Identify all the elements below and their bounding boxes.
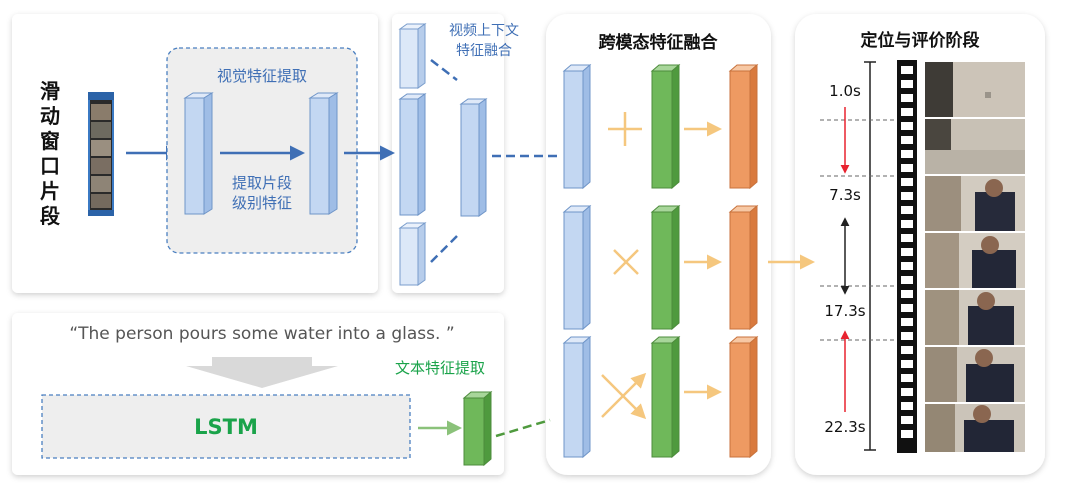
output-feature	[728, 335, 759, 459]
sliding-window-label: 滑 动 窗 口 片 段	[40, 79, 60, 228]
visual-extraction-title: 视觉特征提取	[217, 67, 307, 85]
timestamp-label: 7.3s	[829, 186, 861, 204]
output-feature	[728, 63, 759, 190]
multiply-op-icon	[613, 249, 639, 275]
visual-feature	[562, 335, 592, 459]
add-op-icon	[608, 112, 642, 146]
text-feature	[462, 390, 493, 467]
video-frame	[925, 347, 1025, 402]
fused-feature	[650, 335, 681, 459]
fusion-row-multiply	[562, 204, 759, 331]
fusion-row-add	[562, 63, 759, 190]
video-clip-stack	[88, 92, 114, 216]
context-title-line1: 视频上下文	[449, 23, 519, 39]
extraction-note-line1: 提取片段	[232, 174, 292, 192]
visual-feature	[562, 63, 592, 190]
sliding-window-char: 片	[40, 179, 60, 203]
visual-feature	[562, 204, 592, 331]
fusion-row-cross	[562, 335, 759, 459]
timestamp-label: 17.3s	[824, 302, 865, 320]
context-feature-bottom	[398, 222, 427, 286]
sliding-window-char: 窗	[40, 129, 60, 153]
timestamp-label: 22.3s	[824, 418, 865, 436]
clip-feature-input	[183, 92, 214, 215]
context-fused-feature	[459, 98, 488, 217]
video-frame	[925, 233, 1025, 288]
text-extraction-label: 文本特征提取	[395, 359, 485, 377]
video-frame	[925, 176, 1025, 231]
fused-feature	[650, 204, 681, 331]
video-frame	[925, 119, 1025, 174]
clip-feature-output	[308, 92, 339, 215]
context-title-line2: 特征融合	[456, 43, 512, 59]
context-connector-bottom	[430, 235, 458, 263]
context-feature-top	[398, 23, 427, 89]
fused-feature	[650, 63, 681, 190]
sliding-window-char: 段	[40, 204, 60, 228]
video-frame	[925, 404, 1025, 452]
context-feature-middle	[398, 93, 427, 216]
sliding-window-char: 动	[40, 104, 60, 128]
timestamp-label: 1.0s	[829, 82, 861, 100]
output-feature	[728, 204, 759, 331]
lstm-box	[41, 394, 411, 459]
video-frame	[925, 290, 1025, 345]
text-to-cross-modal-link	[495, 418, 551, 438]
extraction-note-line2: 级别特征	[232, 194, 292, 212]
cross-modal-title: 跨模态特征融合	[599, 32, 719, 53]
sliding-window-char: 口	[40, 154, 60, 178]
localization-title: 定位与评价阶段	[861, 30, 980, 51]
film-strip	[897, 60, 917, 453]
context-connector-top	[430, 59, 458, 81]
cross-op-icon	[601, 372, 647, 420]
video-frames	[925, 62, 1025, 452]
sliding-window-char: 滑	[40, 79, 60, 103]
down-arrow-icon	[186, 357, 338, 388]
lstm-label: LSTM	[194, 415, 258, 439]
query-sentence: “The person pours some water into a glas…	[69, 324, 454, 344]
video-frame	[925, 62, 1025, 117]
